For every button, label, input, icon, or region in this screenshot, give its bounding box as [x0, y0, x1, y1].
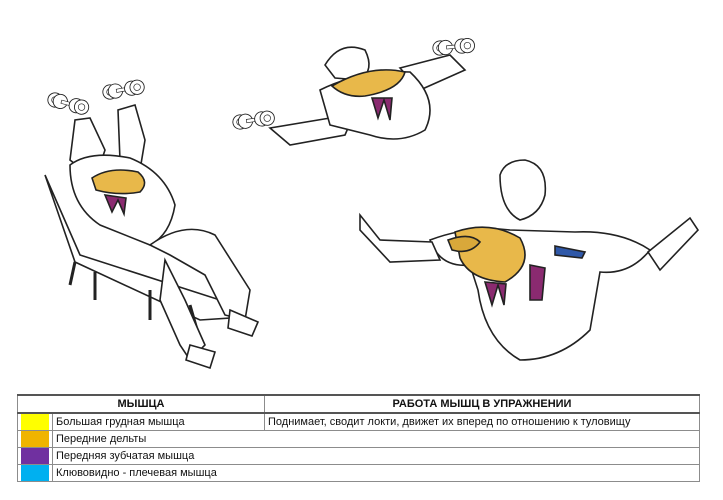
muscle-name: Большая грудная мышца: [52, 412, 265, 431]
muscle-name: Передняя зубчатая мышца: [52, 447, 700, 465]
legend-header-row: МЫШЦА РАБОТА МЫШЦ В УПРАЖНЕНИИ: [17, 394, 700, 414]
dumbbell-left: [45, 90, 91, 117]
dumbbell-bottom: [231, 109, 276, 131]
legend-row: Передняя зубчатая мышца: [17, 447, 700, 465]
swatch-fill: [21, 431, 49, 447]
right-arm: [117, 104, 146, 172]
muscle-name: Передние дельты: [52, 430, 700, 448]
serratus-muscle-top: [370, 97, 393, 121]
exercise-illustration: [44, 37, 700, 370]
legend-row: Клювовидно - плечевая мышца: [17, 464, 700, 482]
muscle-legend-table: МЫШЦА РАБОТА МЫШЦ В УПРАЖНЕНИИ Большая г…: [17, 394, 700, 482]
pectoral-muscle-top: [330, 69, 406, 98]
figure-flat-fly: [231, 37, 476, 146]
header-work: РАБОТА МЫШЦ В УПРАЖНЕНИИ: [264, 394, 700, 414]
foot-left: [185, 344, 217, 370]
pectoral-muscle: [91, 169, 146, 195]
legend-row: Передние дельты: [17, 430, 700, 448]
head-standing: [499, 159, 547, 221]
color-swatch: [17, 464, 53, 482]
figure-standing-anatomy: [359, 159, 700, 361]
swatch-fill: [21, 414, 49, 430]
pectoral-muscle-standing: [454, 226, 526, 283]
foot-right: [227, 308, 260, 337]
legend-row: Большая грудная мышца Поднимает, сводит …: [17, 412, 700, 431]
dumbbell-top: [431, 37, 476, 57]
muscle-work: Поднимает, сводит локти, движет их впере…: [264, 412, 700, 431]
muscle-name: Клювовидно - плечевая мышца: [52, 464, 700, 482]
color-swatch: [17, 447, 53, 465]
delts-muscle: [446, 235, 482, 253]
figure-incline-fly: [44, 78, 260, 370]
swatch-fill: [21, 465, 49, 481]
dumbbell-right: [101, 78, 146, 101]
swatch-fill: [21, 448, 49, 464]
coracobrachialis-muscle: [554, 245, 587, 259]
serratus-muscle-standing: [483, 281, 507, 308]
serratus-muscle: [103, 194, 127, 218]
header-muscle: МЫШЦА: [17, 394, 265, 414]
serratus-muscle-right: [529, 264, 546, 301]
right-arm-standing: [646, 216, 700, 272]
legs: [148, 228, 251, 321]
left-arm-standing: [359, 212, 442, 263]
color-swatch: [17, 412, 53, 431]
color-swatch: [17, 430, 53, 448]
